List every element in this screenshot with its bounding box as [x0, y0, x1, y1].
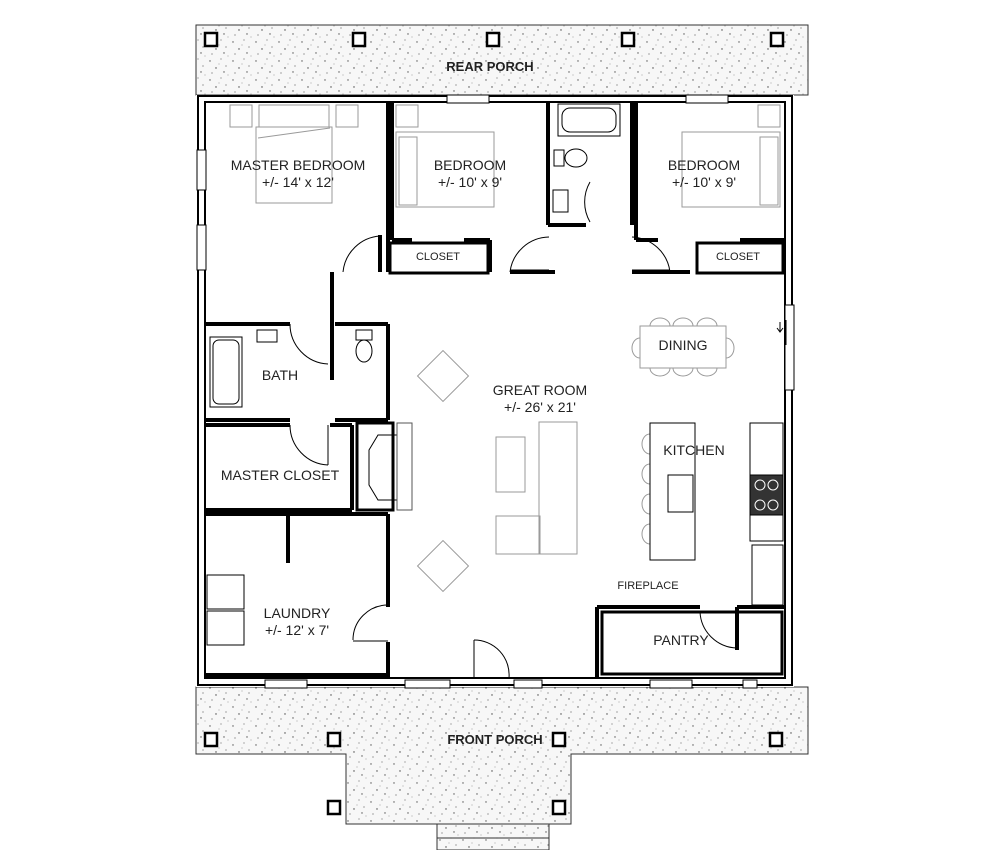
great-room-size: +/- 26' x 21': [504, 399, 576, 415]
bedroom-2-label: BEDROOM: [433, 157, 507, 173]
bedroom-3-label: BEDROOM: [667, 157, 741, 173]
front-porch-label: FRONT PORCH: [447, 732, 543, 747]
master-closet-label: MASTER CLOSET: [220, 467, 340, 483]
laundry-label: LAUNDRY: [263, 605, 331, 621]
fixtures: [229, 104, 781, 593]
pantry-label: PANTRY: [653, 632, 709, 648]
closet-2-label: CLOSET: [715, 251, 760, 263]
great-room-label: GREAT ROOM: [492, 382, 588, 398]
bedroom-3-size: +/- 10' x 9': [671, 174, 737, 190]
dining-label: DINING: [658, 337, 708, 353]
closet-1-label: CLOSET: [415, 251, 460, 263]
doors: [289, 181, 787, 679]
bath-label: BATH: [261, 367, 299, 383]
kitchen-label: KITCHEN: [663, 442, 725, 458]
windows: [196, 94, 795, 689]
master-bedroom-size: +/- 14' x 12': [262, 174, 334, 190]
kitchen-fixtures: [206, 103, 784, 646]
bedroom-2-size: +/- 10' x 9': [437, 174, 503, 190]
rear-porch-label: REAR PORCH: [446, 59, 534, 74]
rear-porch: [195, 24, 809, 96]
master-bedroom-label: MASTER BEDROOM: [230, 157, 366, 173]
front-porch: [195, 686, 809, 850]
fireplace-label: FIREPLACE: [617, 580, 679, 592]
laundry-size: +/- 12' x 7': [264, 622, 330, 638]
